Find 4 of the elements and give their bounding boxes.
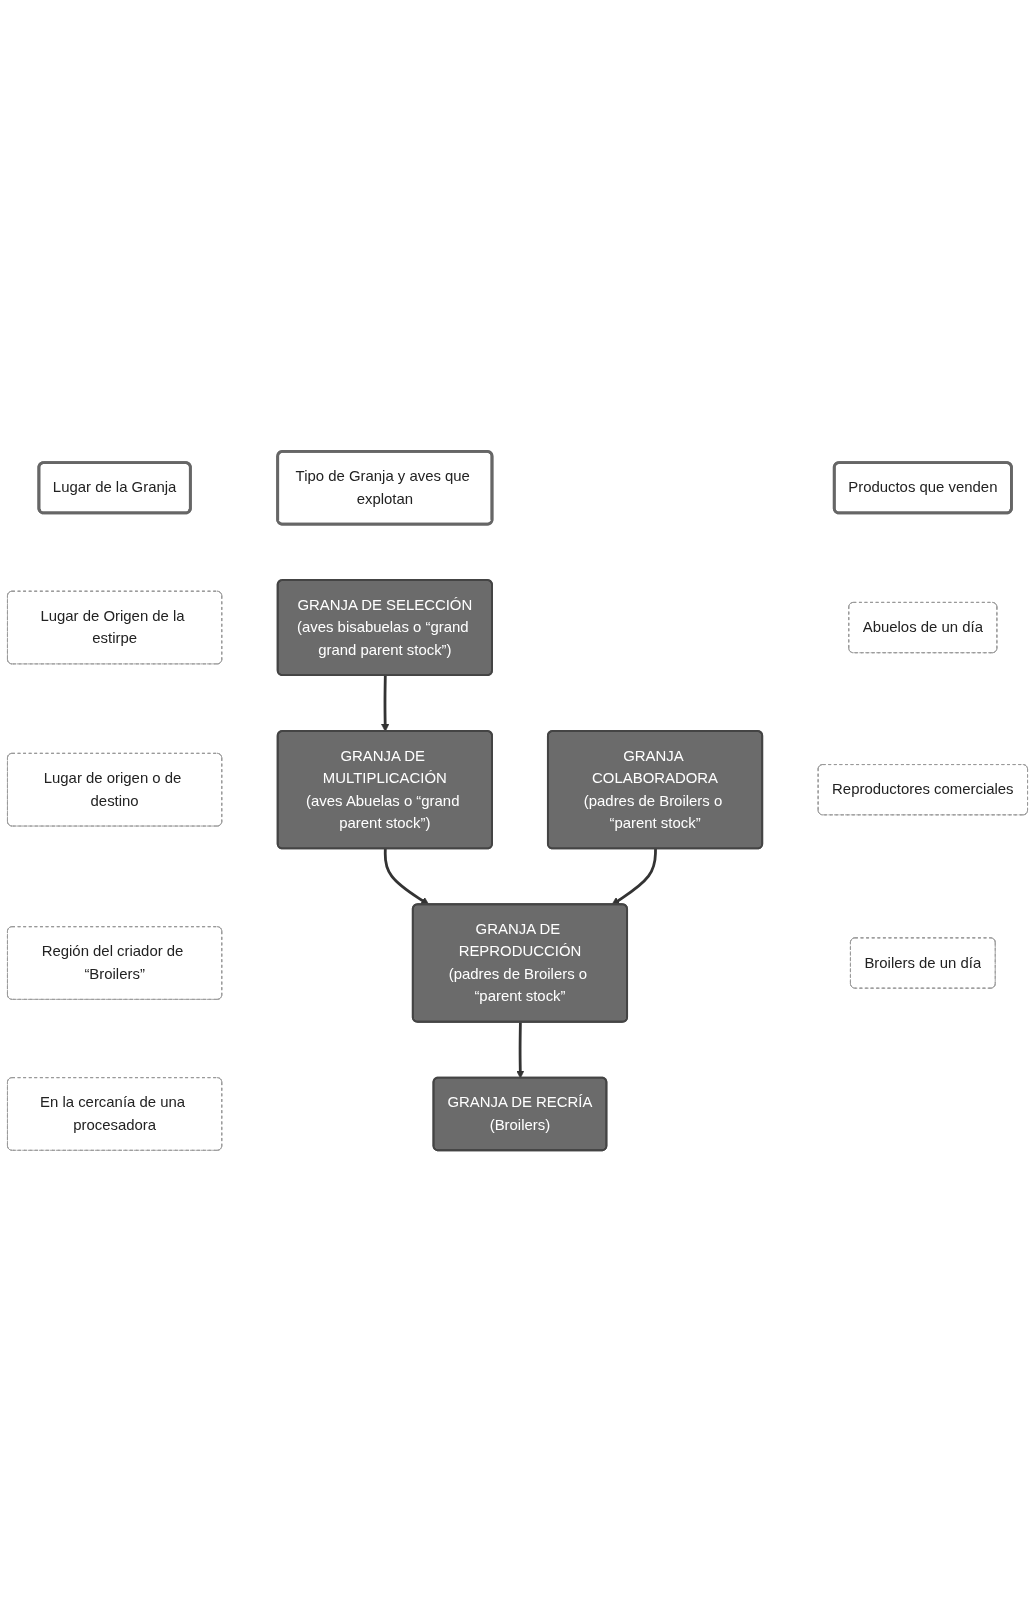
arrow — [611, 848, 657, 906]
arrow — [381, 675, 390, 732]
arrow — [516, 1022, 525, 1079]
arrow — [383, 848, 430, 906]
